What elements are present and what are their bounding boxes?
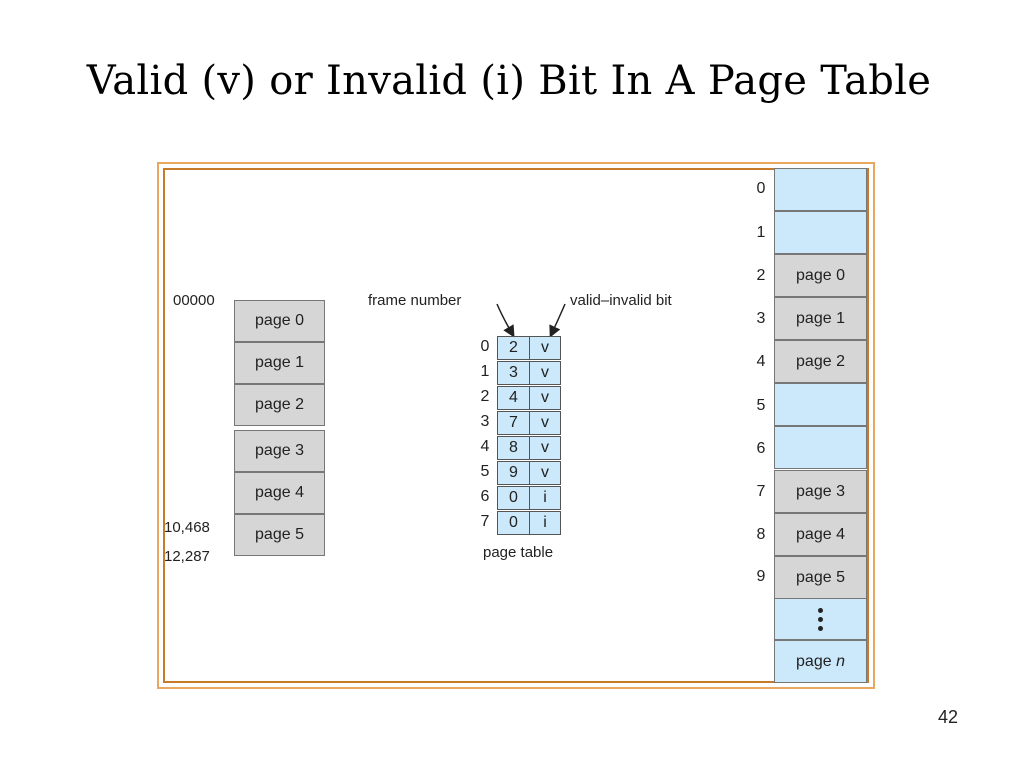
physical-frame: page 3	[774, 470, 867, 513]
physical-frame	[774, 211, 867, 254]
frame-index: 4	[756, 353, 766, 370]
valid-bit-cell: v	[529, 461, 561, 485]
label-arrows	[496, 303, 566, 338]
valid-bit-cell: v	[529, 411, 561, 435]
page-table-index: 4	[480, 438, 490, 455]
figure-frame	[157, 162, 875, 689]
frame-number-cell: 8	[497, 436, 530, 460]
logical-page-block: page 1	[234, 342, 325, 384]
valid-bit-cell: i	[529, 511, 561, 535]
frame-number-cell: 7	[497, 411, 530, 435]
physical-frame: page 4	[774, 513, 867, 556]
physical-frame-last: page n	[774, 640, 867, 683]
physical-frame: page 2	[774, 340, 867, 383]
logical-page-block: page 2	[234, 384, 325, 426]
valid-bit-cell: v	[529, 436, 561, 460]
last-frame-label: page	[796, 652, 832, 670]
diagram-canvas: 00000 10,468 12,287 page 0 page 1 page 2…	[163, 168, 869, 683]
ellipsis-frame	[774, 598, 867, 640]
logical-start-address: 00000	[173, 292, 215, 309]
frame-index: 1	[756, 224, 766, 241]
frame-index: 5	[756, 397, 766, 414]
page-table-index: 6	[480, 488, 490, 505]
page-table-index: 5	[480, 463, 490, 480]
valid-bit-cell: v	[529, 336, 561, 360]
valid-invalid-bit-label: valid–invalid bit	[570, 292, 672, 309]
frame-number-cell: 3	[497, 361, 530, 385]
physical-frame	[774, 426, 867, 469]
frame-number-cell: 0	[497, 486, 530, 510]
physical-frame	[774, 383, 867, 426]
logical-address-12287: 12,287	[164, 548, 210, 565]
slide-number: 42	[938, 707, 959, 727]
page-table-index: 7	[480, 513, 490, 530]
logical-address-10468: 10,468	[164, 519, 210, 536]
logical-page-block: page 0	[234, 300, 325, 342]
physical-frame: page 0	[774, 254, 867, 297]
frame-number-cell: 4	[497, 386, 530, 410]
last-frame-suffix: n	[836, 652, 845, 670]
page-table-index: 0	[480, 338, 490, 355]
valid-bit-arrow	[549, 303, 566, 338]
valid-bit-cell: v	[529, 386, 561, 410]
frame-number-label: frame number	[368, 292, 462, 309]
valid-bit-cell: v	[529, 361, 561, 385]
frame-number-cell: 9	[497, 461, 530, 485]
page-table-index: 1	[480, 363, 490, 380]
frame-index: 8	[756, 526, 766, 543]
frame-index: 7	[756, 483, 766, 500]
page-table-index: 3	[480, 413, 490, 430]
physical-frame: page 5	[774, 556, 867, 599]
logical-page-block: page 4	[234, 472, 325, 514]
page-table-index: 2	[480, 388, 490, 405]
physical-frame	[774, 168, 867, 211]
vertical-ellipsis-icon	[818, 607, 823, 631]
physical-frame: page 1	[774, 297, 867, 340]
frame-index: 9	[756, 568, 766, 585]
logical-page-block: page 5	[234, 514, 325, 556]
frame-number-cell: 2	[497, 336, 530, 360]
logical-page-block: page 3	[234, 430, 325, 472]
frame-index: 3	[756, 310, 766, 327]
frame-index: 6	[756, 440, 766, 457]
frame-index: 2	[756, 267, 766, 284]
frame-index: 0	[756, 180, 766, 197]
frame-number-arrow	[496, 303, 515, 338]
valid-bit-cell: i	[529, 486, 561, 510]
frame-number-cell: 0	[497, 511, 530, 535]
page-table-caption: page table	[483, 544, 554, 561]
slide-title: Valid (v) or Invalid (i) Bit In A Page T…	[86, 58, 932, 104]
